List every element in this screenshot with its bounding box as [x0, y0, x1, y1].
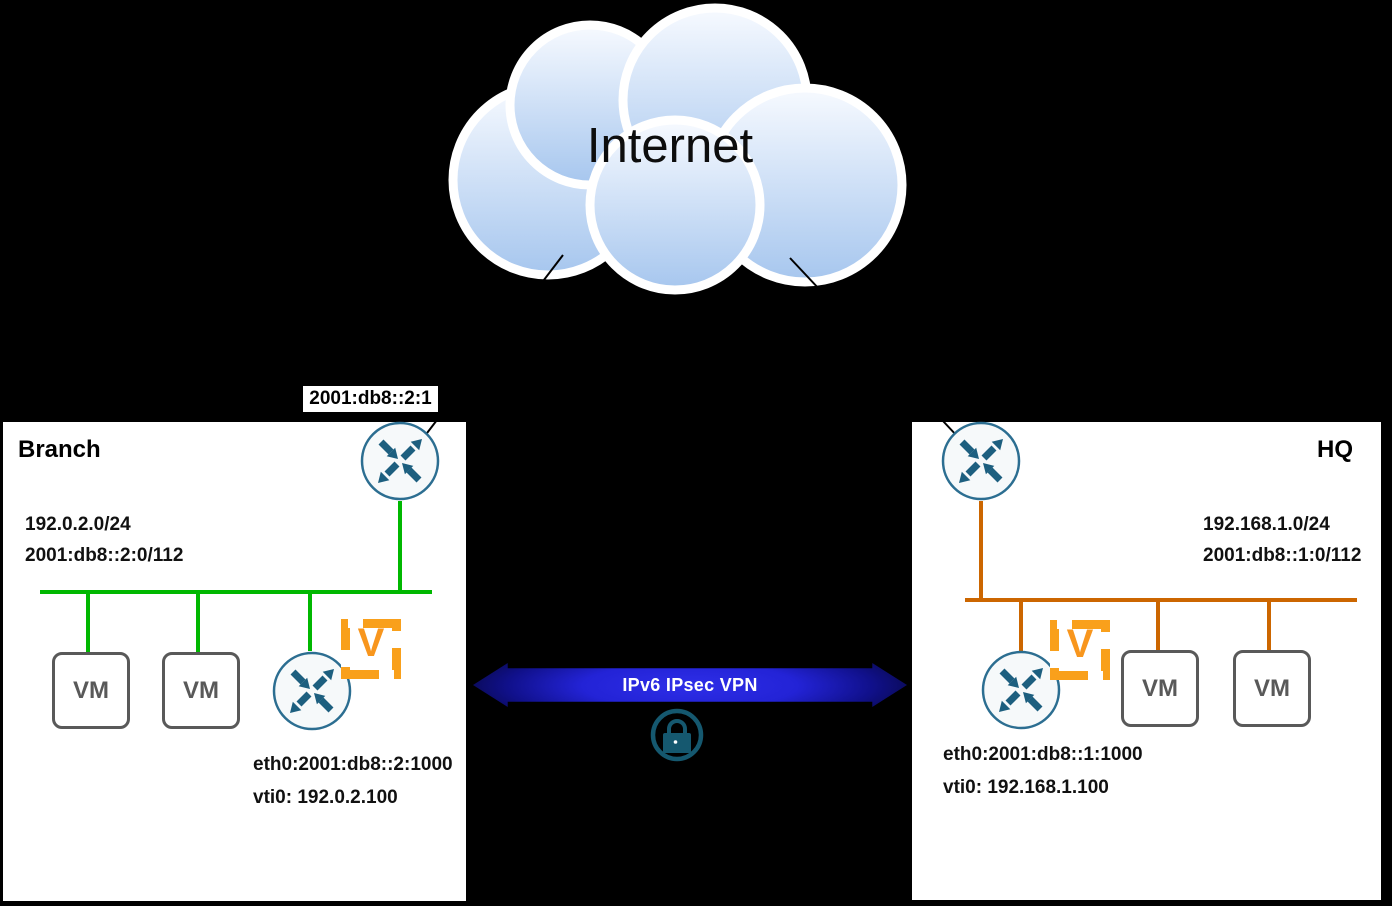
hq-edge-router-drop [979, 501, 983, 598]
hq-edge-router-icon [941, 421, 1021, 501]
branch-router-eth0: eth0:2001:db8::2:1000 [253, 754, 453, 775]
branch-router-vti0: vti0: 192.0.2.100 [253, 787, 398, 808]
vyos-logo-icon: V [1050, 620, 1110, 680]
vyos-logo-icon: V [341, 619, 401, 679]
branch-title: Branch [18, 436, 101, 463]
vyos-logo-gap [1101, 632, 1110, 649]
vpn-tunnel-label: IPv6 IPsec VPN [622, 674, 758, 695]
branch-edge-router-drop [398, 501, 402, 590]
hq-vm-2: VM [1233, 650, 1311, 727]
hq-router-vti0: vti0: 192.168.1.100 [943, 777, 1109, 798]
hq-vyos-router-icon [981, 650, 1061, 730]
branch-vm-2: VM [162, 652, 240, 729]
vyos-logo-letter: V [1066, 621, 1094, 666]
vyos-logo-gap [341, 650, 350, 667]
branch-vyos-router-icon [272, 651, 352, 731]
branch-lan-bus [40, 590, 432, 594]
hq-lan-bus [965, 598, 1357, 602]
hq-vm2-drop [1267, 602, 1271, 650]
hq-vm1-drop [1156, 602, 1160, 650]
branch-network-ipv6: 2001:db8::2:0/112 [25, 545, 184, 566]
internet-cloud: Internet [448, 3, 907, 295]
hq-router-drop [1019, 602, 1023, 651]
vyos-logo-gap [1050, 651, 1059, 668]
vyos-logo-gap [348, 619, 363, 628]
branch-edge-router-icon [360, 421, 440, 501]
hq-network-ipv6: 2001:db8::1:0/112 [1203, 545, 1362, 566]
vyos-logo-gap [1057, 620, 1072, 629]
vpn-tunnel-arrow: IPv6 IPsec VPN [473, 663, 907, 707]
hq-vm-1: VM [1121, 650, 1199, 727]
branch-vm-1: VM [52, 652, 130, 729]
vyos-logo-letter: V [357, 620, 385, 665]
vyos-logo-gap [379, 670, 394, 679]
branch-router-drop [308, 594, 312, 651]
branch-wan-ip-label: 2001:db8::2:1 [303, 386, 438, 412]
branch-network-ipv4: 192.0.2.0/24 [25, 514, 131, 535]
vyos-logo-gap [1088, 671, 1103, 680]
hq-network-ipv4: 192.168.1.0/24 [1203, 514, 1330, 535]
lock-icon [650, 708, 704, 762]
hq-title: HQ [1317, 436, 1353, 463]
branch-vm2-drop [196, 594, 200, 652]
branch-vm1-drop [86, 594, 90, 652]
internet-label: Internet [587, 119, 754, 173]
hq-router-eth0: eth0:2001:db8::1:1000 [943, 744, 1143, 765]
vyos-logo-gap [392, 631, 401, 648]
